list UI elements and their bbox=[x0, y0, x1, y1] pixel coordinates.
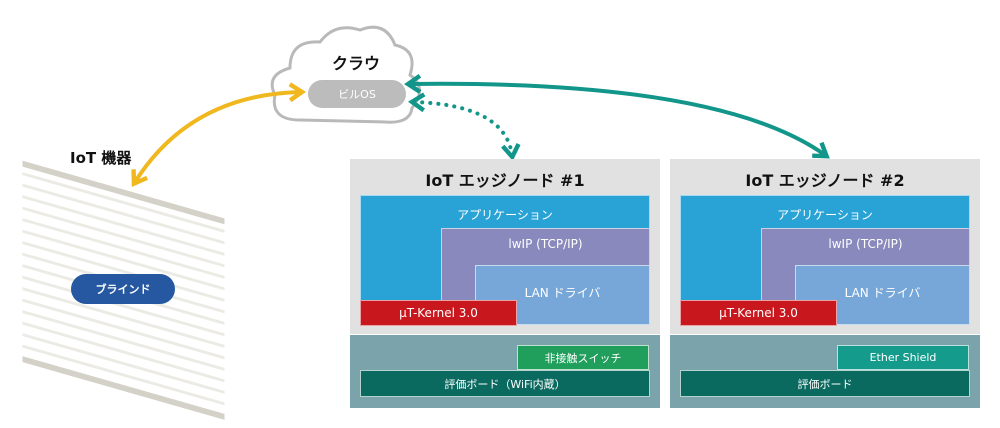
peripheral-ether-shield: Ether Shield bbox=[837, 345, 969, 370]
blind-slat bbox=[21, 228, 226, 292]
eval-board: 評価ボード bbox=[680, 370, 970, 397]
blind-rail bbox=[21, 354, 226, 422]
cloud-node1-dotted-arrow bbox=[408, 92, 521, 161]
blind-slat bbox=[21, 216, 226, 281]
blind-slat bbox=[21, 343, 226, 407]
node-title: IoT エッジノード #2 bbox=[745, 171, 905, 190]
blind-slat bbox=[21, 285, 226, 350]
edge-node-1: IoT エッジノード #1 アプリケーション lwIP (TCP/IP) LAN… bbox=[350, 159, 660, 334]
kernel-layer: µT-Kernel 3.0 bbox=[680, 300, 837, 326]
blind-slat bbox=[21, 182, 226, 246]
blind-slat bbox=[21, 320, 226, 384]
edge-node-2: IoT エッジノード #2 アプリケーション lwIP (TCP/IP) LAN… bbox=[670, 159, 980, 334]
edge-node-1-hardware: 非接触スイッチ 評価ボード（WiFi内蔵） bbox=[350, 335, 660, 408]
eval-board: 評価ボード（WiFi内蔵） bbox=[360, 370, 650, 397]
blind-badge: ブラインド bbox=[71, 274, 175, 304]
iot-device-title: IoT 機器 bbox=[70, 149, 132, 167]
cloud-node2-arrow bbox=[404, 74, 830, 159]
blind-illustration bbox=[21, 159, 226, 422]
edge-node-2-hardware: Ether Shield 評価ボード bbox=[670, 335, 980, 408]
blind-slat bbox=[21, 308, 226, 373]
blind-slat bbox=[21, 170, 226, 235]
node-title: IoT エッジノード #1 bbox=[425, 171, 585, 190]
blind-slat bbox=[21, 331, 226, 396]
blind-rail bbox=[21, 159, 226, 226]
blind-slat bbox=[21, 297, 226, 361]
bill-os-badge: ビルOS bbox=[308, 80, 406, 108]
device-cloud-arrow bbox=[131, 82, 306, 188]
blind-slat bbox=[21, 193, 226, 258]
blind-slat bbox=[21, 205, 226, 269]
peripheral-switch: 非接触スイッチ bbox=[517, 345, 649, 370]
kernel-layer: µT-Kernel 3.0 bbox=[360, 300, 517, 326]
